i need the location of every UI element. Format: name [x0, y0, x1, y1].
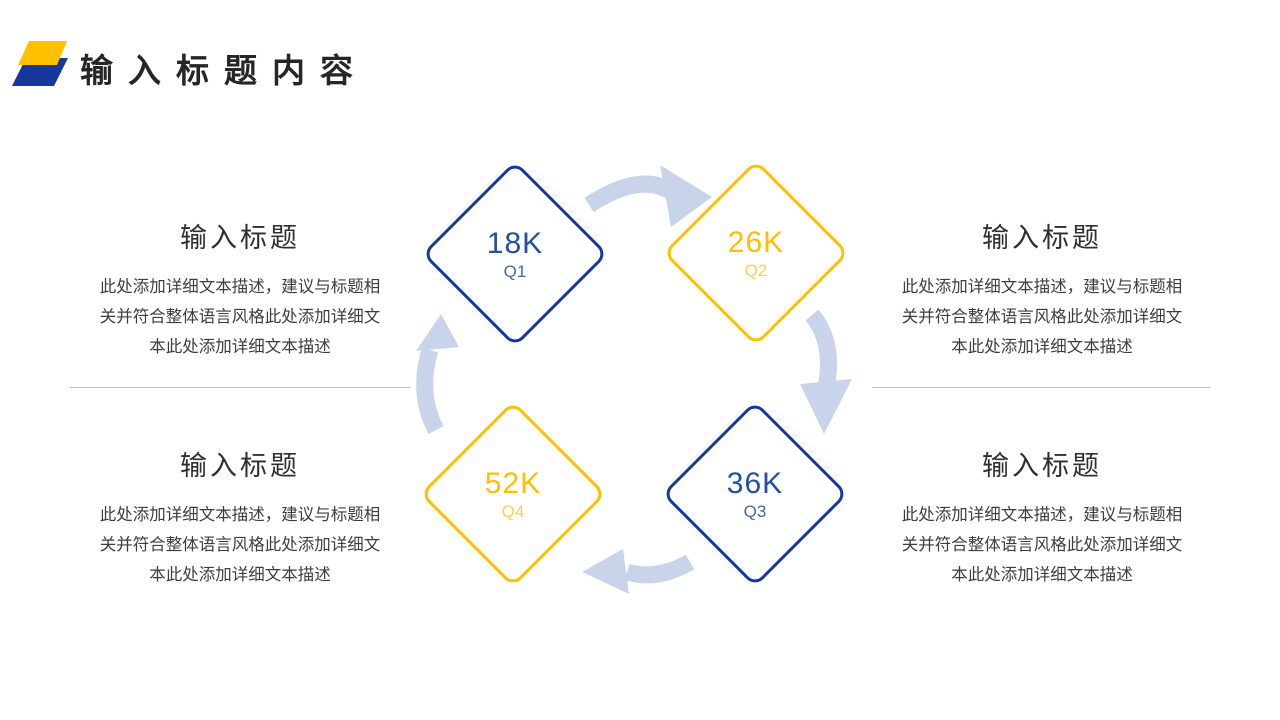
info-body: 此处添加详细文本描述，建议与标题相关并符合整体语言风格此处添加详细文本此处添加详…	[901, 505, 1183, 584]
node-q3-label: Q3	[743, 501, 767, 521]
info-heading: 输入标题	[180, 451, 300, 481]
node-q2-label: Q2	[744, 260, 768, 280]
arrow-bottom-head	[582, 549, 629, 594]
info-block-bottom-left: 输入标题 此处添加详细文本描述，建议与标题相关并符合整体语言风格此处添加详细文本…	[70, 450, 410, 590]
info-body: 此处添加详细文本描述，建议与标题相关并符合整体语言风格此处添加详细文本此处添加详…	[99, 505, 381, 584]
node-q2-value: 26K	[727, 225, 785, 259]
cycle-node-q2: 26K Q2	[662, 159, 850, 347]
node-q1-label: Q1	[503, 261, 527, 281]
arrow-right-head	[800, 379, 852, 434]
node-q4-label: Q4	[501, 501, 525, 521]
cycle-node-q3: 36K Q3	[661, 400, 849, 588]
node-q3-value: 36K	[726, 466, 784, 500]
logo-icon	[12, 41, 68, 86]
arrow-left-tail	[416, 347, 444, 434]
arrow-right-tail	[805, 309, 837, 390]
info-body: 此处添加详细文本描述，建议与标题相关并符合整体语言风格此处添加详细文本此处添加详…	[99, 277, 381, 356]
node-q1-value: 18K	[486, 226, 544, 260]
info-block-top-left: 输入标题 此处添加详细文本描述，建议与标题相关并符合整体语言风格此处添加详细文本…	[70, 222, 410, 362]
info-block-top-right: 输入标题 此处添加详细文本描述，建议与标题相关并符合整体语言风格此处添加详细文本…	[872, 222, 1212, 362]
divider-left	[70, 387, 410, 388]
info-heading: 输入标题	[982, 223, 1102, 253]
cycle-node-q1: 18K Q1	[421, 160, 609, 348]
divider-right	[872, 387, 1210, 388]
arrow-bottom-tail	[624, 554, 695, 584]
info-block-bottom-right: 输入标题 此处添加详细文本描述，建议与标题相关并符合整体语言风格此处添加详细文本…	[872, 450, 1212, 590]
info-body: 此处添加详细文本描述，建议与标题相关并符合整体语言风格此处添加详细文本此处添加详…	[901, 277, 1183, 356]
page-title: 输入标题内容	[80, 54, 368, 90]
node-q4-value: 52K	[484, 466, 542, 500]
cycle-node-q4: 52K Q4	[419, 400, 607, 588]
info-heading: 输入标题	[982, 451, 1102, 481]
info-heading: 输入标题	[180, 223, 300, 253]
arrow-top-tail	[584, 175, 675, 213]
arrow-left-head	[416, 314, 459, 351]
